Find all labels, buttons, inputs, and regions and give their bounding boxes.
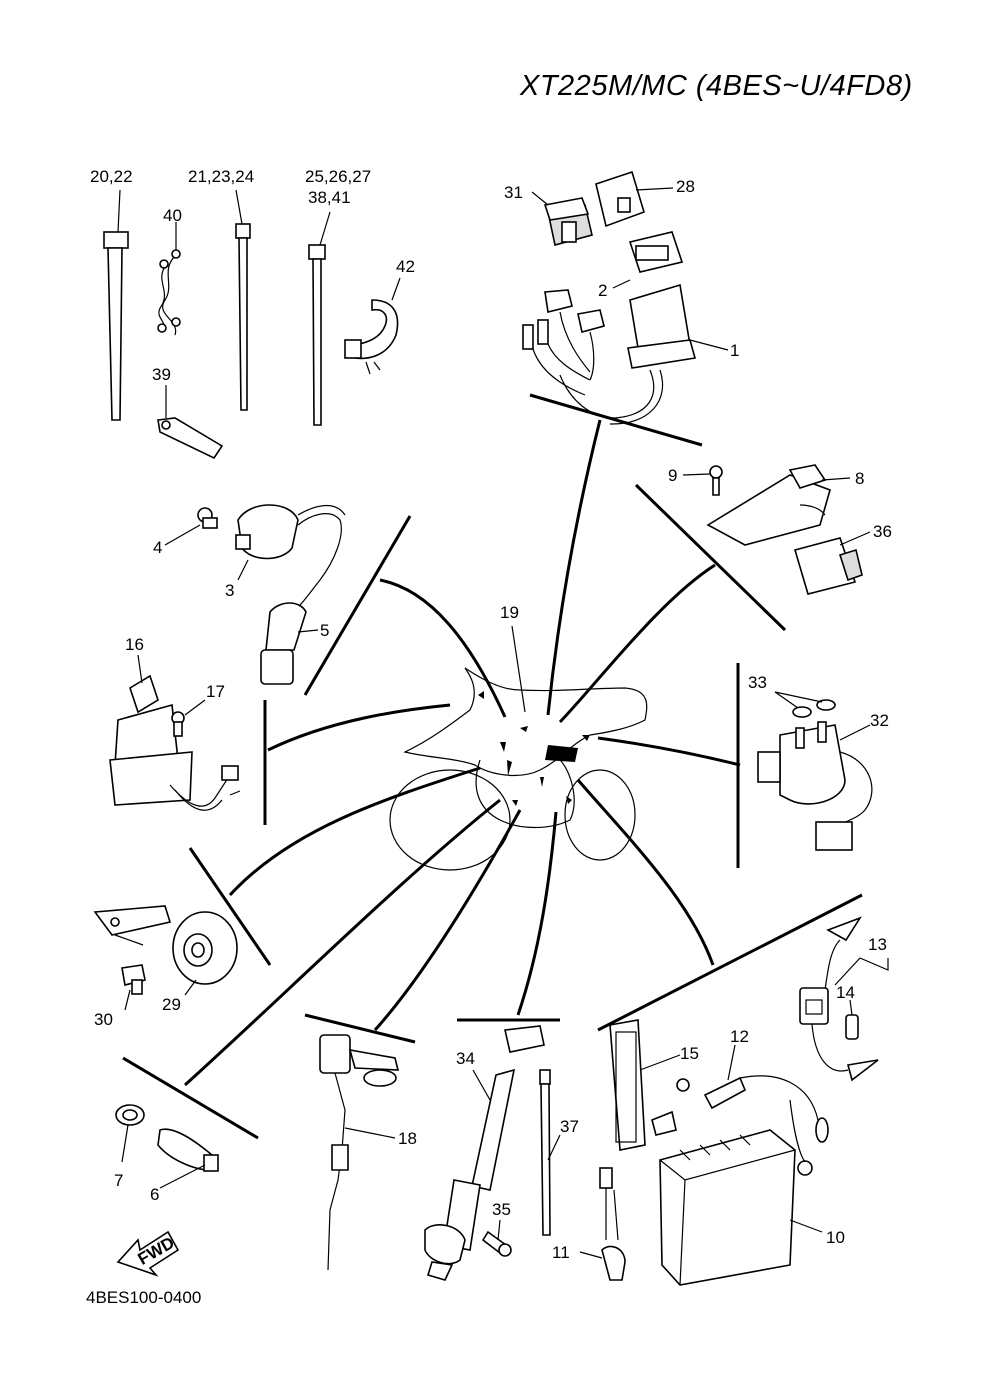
label-21-23-24: 21,23,24 bbox=[188, 167, 254, 186]
cable-tie-37 bbox=[504, 1025, 551, 1236]
label-32: 32 bbox=[870, 711, 889, 730]
label-28: 28 bbox=[676, 177, 695, 196]
label-18: 18 bbox=[398, 1129, 417, 1148]
horn-29 bbox=[93, 905, 238, 985]
gasket-7 bbox=[115, 1104, 145, 1126]
motorcycle-silhouette bbox=[389, 667, 648, 871]
battery-breather-11 bbox=[599, 1167, 626, 1281]
label-8: 8 bbox=[855, 469, 864, 488]
battery-band-15 bbox=[609, 1019, 646, 1151]
label-42: 42 bbox=[396, 257, 415, 276]
callout-labels: 20,22 21,23,24 25,26,27 38,41 40 39 42 3… bbox=[90, 167, 892, 1262]
spark-plug-cap-5 bbox=[260, 602, 307, 685]
fwd-arrow: FWD bbox=[116, 1230, 180, 1277]
leader-lines bbox=[183, 419, 741, 1087]
relay-31 bbox=[543, 197, 593, 246]
relay-28 bbox=[595, 170, 645, 228]
bolt-4 bbox=[197, 507, 218, 529]
callout-leaders bbox=[114, 187, 889, 1259]
bolt-35 bbox=[481, 1230, 512, 1257]
label-11: 11 bbox=[552, 1243, 570, 1262]
cable-tie-20-22 bbox=[103, 231, 129, 421]
grommet-39 bbox=[157, 417, 224, 460]
main-switch-16 bbox=[109, 674, 241, 811]
coupler-2 bbox=[628, 231, 684, 273]
label-31: 31 bbox=[504, 183, 523, 202]
bolt-30 bbox=[121, 964, 146, 995]
label-39: 39 bbox=[152, 365, 171, 384]
clamp-40 bbox=[157, 249, 181, 336]
label-1: 1 bbox=[730, 341, 739, 360]
label-14: 14 bbox=[836, 983, 855, 1002]
nut-33 bbox=[792, 699, 836, 718]
label-25-26-27: 25,26,27 bbox=[305, 167, 371, 186]
label-38-41: 38,41 bbox=[308, 188, 351, 207]
label-34: 34 bbox=[456, 1049, 475, 1068]
label-7: 7 bbox=[114, 1171, 123, 1190]
label-12: 12 bbox=[730, 1027, 749, 1046]
label-33: 33 bbox=[748, 673, 767, 692]
label-16: 16 bbox=[125, 635, 144, 654]
label-20-22: 20,22 bbox=[90, 167, 133, 186]
rectifier-regulator-8 bbox=[706, 464, 831, 546]
label-3: 3 bbox=[225, 581, 234, 600]
diagram-title: XT225M/MC (4BES~U/4FD8) bbox=[520, 70, 913, 102]
relay-36 bbox=[793, 537, 863, 595]
starter-relay-32 bbox=[757, 721, 873, 851]
label-30: 30 bbox=[94, 1010, 113, 1029]
group-frames bbox=[122, 393, 863, 1140]
clamp-42 bbox=[344, 299, 399, 375]
battery-10 bbox=[651, 1110, 796, 1286]
switch-18 bbox=[319, 1034, 400, 1271]
tube-34 bbox=[424, 1068, 516, 1281]
label-15: 15 bbox=[680, 1044, 699, 1063]
fuse-14 bbox=[845, 1014, 859, 1040]
label-13: 13 bbox=[868, 935, 887, 954]
label-10: 10 bbox=[826, 1228, 845, 1247]
label-6: 6 bbox=[150, 1185, 159, 1204]
bolt-9 bbox=[709, 465, 723, 496]
neutral-switch-6 bbox=[157, 1128, 219, 1172]
cable-tie-25-26-27-38-41 bbox=[308, 244, 326, 426]
ignition-coil-3 bbox=[235, 504, 346, 606]
diagram-code: 4BES100-0400 bbox=[86, 1288, 202, 1307]
label-17: 17 bbox=[206, 682, 225, 701]
label-29: 29 bbox=[162, 995, 181, 1014]
cdi-unit-1 bbox=[522, 283, 697, 425]
label-35: 35 bbox=[492, 1200, 511, 1219]
label-5: 5 bbox=[320, 621, 329, 640]
label-19: 19 bbox=[500, 603, 519, 622]
bolt-17 bbox=[171, 711, 185, 737]
label-37: 37 bbox=[560, 1117, 579, 1136]
battery-lead-12 bbox=[676, 1075, 829, 1176]
label-9: 9 bbox=[668, 466, 677, 485]
label-40: 40 bbox=[163, 206, 182, 225]
fuse-13 bbox=[799, 916, 879, 1082]
label-36: 36 bbox=[873, 522, 892, 541]
label-2: 2 bbox=[598, 281, 607, 300]
cable-tie-21-23-24 bbox=[235, 223, 251, 411]
label-4: 4 bbox=[153, 538, 162, 557]
